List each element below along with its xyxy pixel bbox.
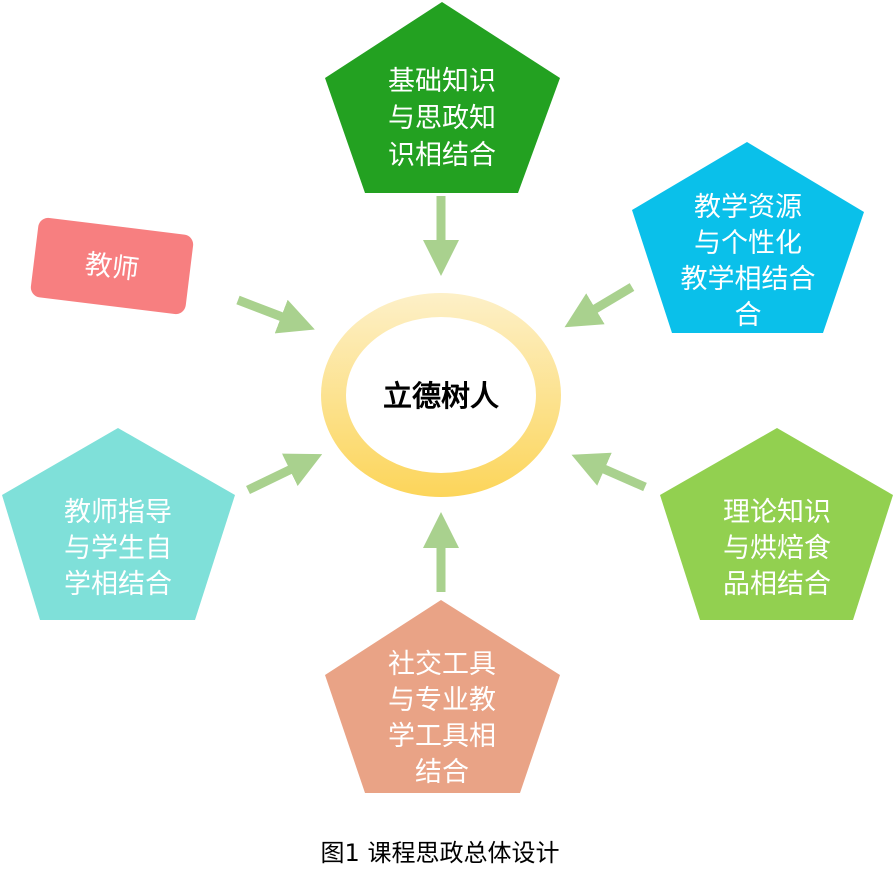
node-text: 结合 [415,757,469,788]
node-text: 与专业教 [388,685,496,716]
arrow-right-top [564,283,635,328]
node-text: 与个性化 [694,228,802,259]
node-text: 识相结合 [388,140,496,171]
node-text: 教学资源 [694,192,802,223]
node-text: 教学相结合 [681,264,816,295]
node-text: 与学生自 [64,533,172,564]
node-text: 与思政知 [388,103,496,134]
node-right-top: 教学资源 与个性化 教学相结合 合 [632,142,864,333]
node-text: 社交工具 [388,649,496,680]
center-label: 立德树人 [383,379,499,413]
node-text: 基础知识 [388,66,496,97]
node-text: 合 [735,300,762,331]
teacher-box: 教师 [30,217,194,315]
node-text: 与烘焙食 [723,533,831,564]
arrow-left [246,453,323,495]
figure-caption: 图1 课程思政总体设计 [321,839,560,867]
arrows [236,196,647,592]
node-top: 基础知识 与思政知 识相结合 [325,2,560,193]
teacher-label: 教师 [83,249,140,286]
node-text: 理论知识 [723,497,831,528]
node-text: 学工具相 [388,721,496,752]
node-text: 学相结合 [64,569,172,600]
node-right-bottom: 理论知识 与烘焙食 品相结合 [660,428,893,620]
arrow-teacher [236,295,315,334]
node-text: 品相结合 [723,569,831,600]
node-text: 教师指导 [64,497,172,528]
node-left: 教师指导 与学生自 学相结合 [2,428,235,620]
center-ring: 立德树人 [321,293,561,497]
arrow-right-bottom [571,452,647,492]
node-bottom: 社交工具 与专业教 学工具相 结合 [325,600,560,793]
